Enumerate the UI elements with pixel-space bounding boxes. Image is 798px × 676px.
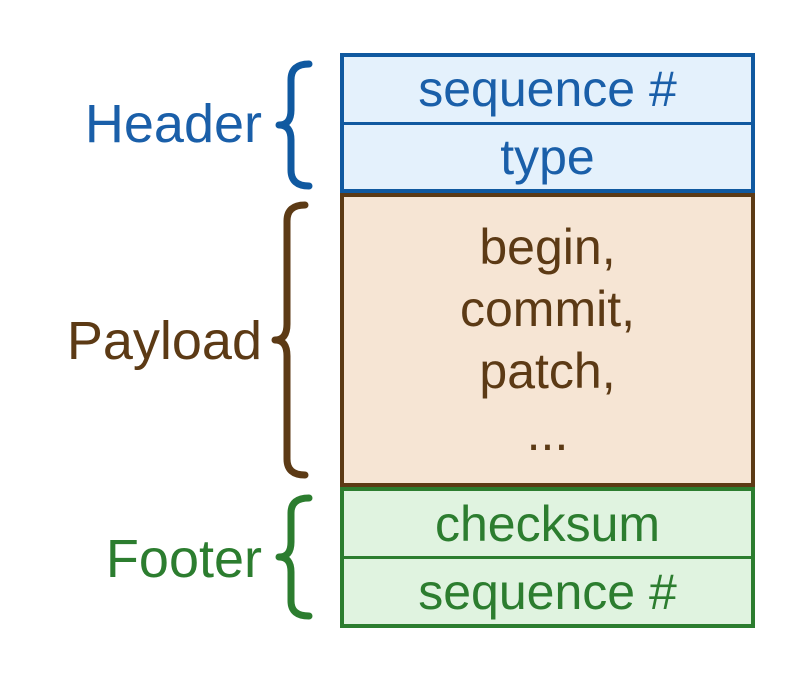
header-box: sequence # type (340, 53, 755, 193)
payload-box: begin, commit, patch, ... (340, 193, 755, 487)
footer-box: checksum sequence # (340, 487, 755, 628)
footer-row-sequence-number: sequence # (344, 556, 751, 624)
header-row-sequence-number: sequence # (418, 61, 677, 118)
payload-curly-brace-icon (271, 201, 309, 479)
payload-line-commit: commit, (460, 281, 635, 337)
payload-section-label: Payload (66, 311, 262, 371)
header-row-type: type (344, 121, 751, 190)
footer-row-checksum: checksum (434, 495, 661, 552)
header-curly-brace-icon (275, 60, 313, 190)
footer-curly-brace-icon (275, 494, 313, 620)
payload-line-begin: begin, (479, 219, 616, 275)
payload-line-ellipsis: ... (526, 405, 569, 461)
payload-line-patch: patch, (479, 343, 616, 399)
footer-section-label: Footer (105, 529, 262, 589)
header-section-label: Header (84, 94, 262, 154)
